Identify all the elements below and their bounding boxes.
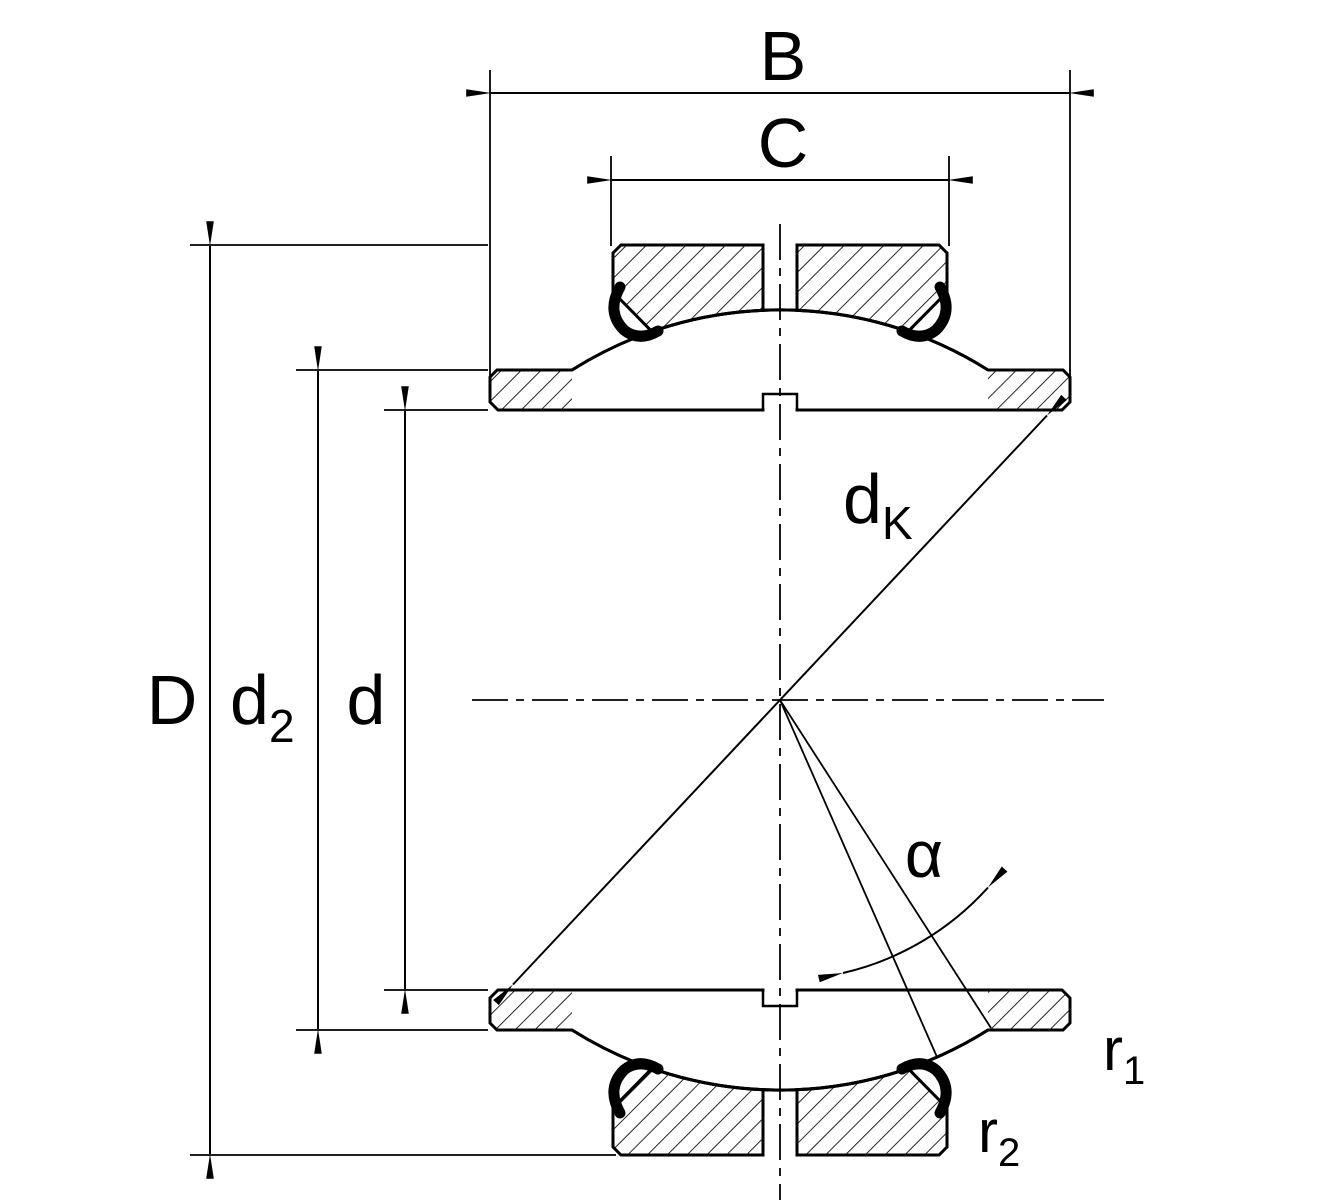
inner-ring-section-bottom-left	[490, 990, 572, 1030]
c-label: C	[758, 104, 809, 182]
r2-label: r2	[978, 1098, 1020, 1175]
d-bore-label: d	[347, 661, 386, 739]
r1-label: r1	[1103, 1016, 1145, 1093]
alpha-label: α	[905, 817, 943, 891]
dimension-D: D	[147, 221, 616, 1179]
chamfer-labels: r1 r2	[978, 1016, 1145, 1175]
d2-label: d2	[230, 661, 295, 752]
dimension-d2: d2	[230, 346, 488, 1054]
inner-ring-section-bottom-right	[988, 990, 1070, 1030]
seal-top-right	[896, 281, 952, 342]
d-outer-label: D	[147, 661, 198, 739]
dk-label: dK	[843, 460, 913, 549]
seal-bottom-left	[608, 1058, 664, 1119]
alpha-angle-arc	[817, 866, 1008, 983]
inner-ring-section-top-right	[988, 370, 1070, 410]
dimension-C: C	[587, 104, 973, 246]
seal-bottom-right	[896, 1058, 952, 1119]
seal-top-left	[608, 281, 664, 342]
b-label: B	[760, 17, 807, 95]
inner-ring-section-top-left	[490, 370, 572, 410]
dimension-B: B	[466, 17, 1094, 376]
seals	[608, 281, 952, 1119]
dimension-alpha: α	[779, 699, 1008, 1058]
dimension-d: d	[347, 386, 488, 1014]
